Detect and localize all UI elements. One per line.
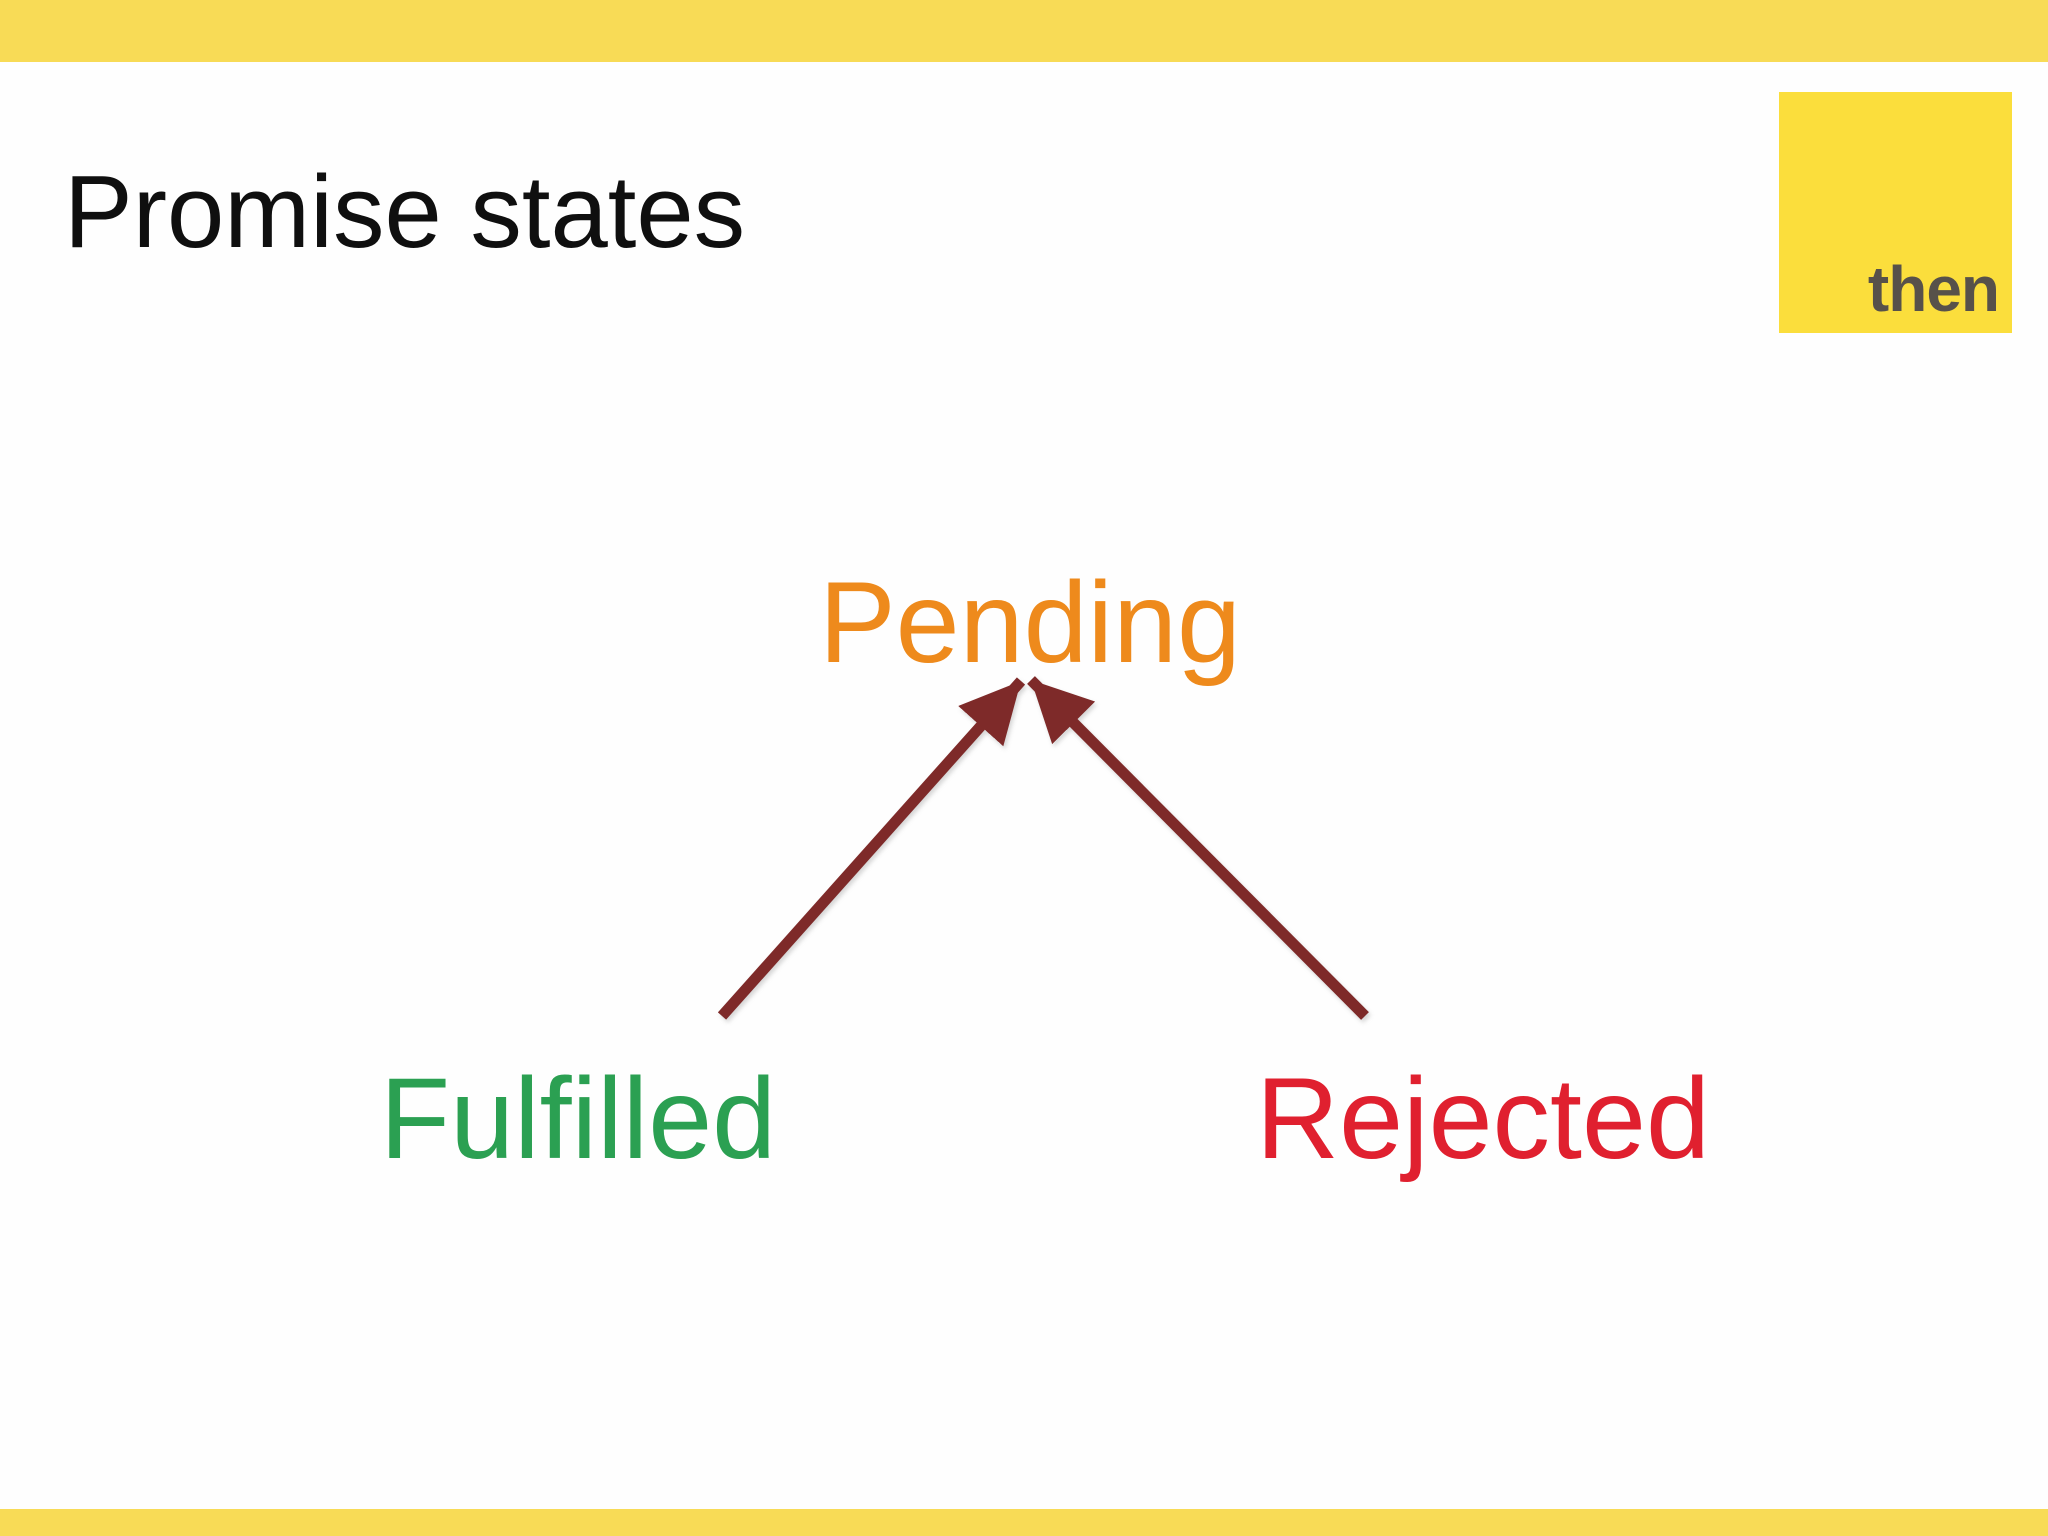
arrow-fulfilled-to-pending bbox=[717, 677, 1026, 1020]
state-pending: Pending bbox=[819, 559, 1241, 687]
bottom-accent-bar bbox=[0, 1509, 2048, 1536]
then-logo-label: then bbox=[1867, 253, 2000, 325]
state-rejected: Rejected bbox=[1256, 1055, 1710, 1183]
state-fulfilled: Fulfilled bbox=[380, 1055, 776, 1183]
then-logo: then bbox=[1779, 92, 2012, 333]
arrow-rejected-to-pending bbox=[1027, 676, 1369, 1020]
top-accent-bar bbox=[0, 0, 2048, 62]
transition-arrows bbox=[717, 676, 1369, 1020]
page-title: Promise states bbox=[64, 154, 746, 269]
